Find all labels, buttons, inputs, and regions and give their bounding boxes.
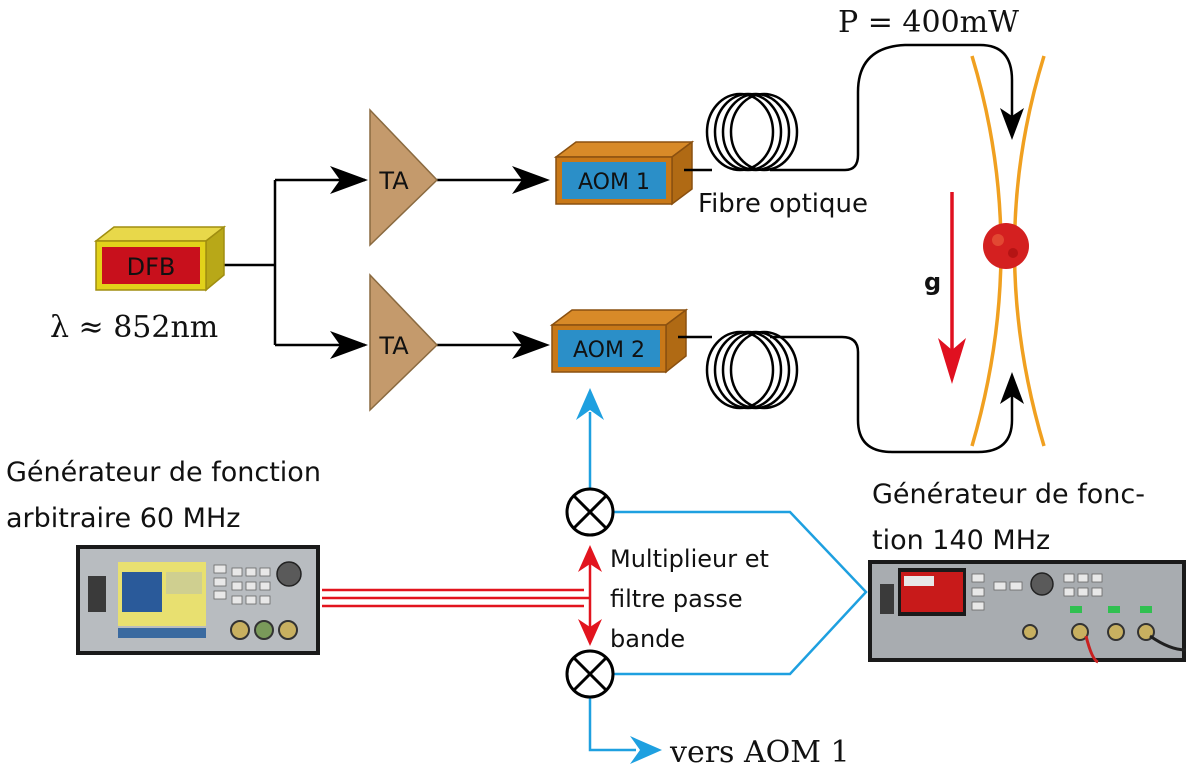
output-label: vers AOM 1 — [669, 735, 850, 770]
blue-arrow-up-icon — [576, 388, 604, 420]
fiber-lower-arrow-icon — [1000, 372, 1024, 404]
dfb-laser: DFB — [93, 225, 227, 292]
rf-red-lines — [322, 560, 592, 630]
awg-knob — [276, 561, 302, 587]
arrow-to-aom2-icon — [512, 331, 550, 359]
blue-line-to-output — [588, 698, 636, 752]
mixer-label-line2: filtre passe — [610, 585, 743, 613]
fiber-label: Fibre optique — [698, 189, 868, 219]
fiber-upper-to-beam — [770, 43, 1014, 172]
gravity-arrow-icon — [938, 338, 966, 384]
awg-label-line1: Générateur de fonction — [6, 457, 321, 488]
arrow-to-ta1-icon — [330, 166, 368, 194]
fiber-lower — [678, 330, 1014, 454]
red-arrow-up-icon — [578, 545, 602, 572]
ta2-label: TA — [378, 332, 409, 360]
gen140-label-line1: Générateur de fonc- — [872, 479, 1145, 510]
blue-arrow-right-icon — [630, 736, 662, 764]
gen140-knob — [1030, 572, 1054, 596]
fiber-lower-to-beam — [770, 335, 1014, 454]
red-arrow-down-icon — [578, 619, 602, 646]
aom2-label: AOM 2 — [573, 338, 645, 363]
arrow-to-ta2-icon — [330, 331, 368, 359]
aom2-modulator: AOM 2 — [549, 308, 689, 374]
atom-cloud — [983, 223, 1029, 269]
beam-arrowheads — [330, 166, 550, 359]
aom1-body — [562, 162, 666, 199]
arrow-to-aom1-icon — [512, 166, 550, 194]
mixer-lower — [565, 649, 615, 699]
power-label: P = 400mW — [838, 5, 1019, 40]
mixer-upper — [565, 487, 615, 537]
gravity-label: g — [924, 268, 941, 296]
fiber-upper-arrow-icon — [1000, 108, 1024, 140]
ta1-label: TA — [378, 167, 409, 195]
gravity-arrow: g — [924, 192, 966, 384]
ta2-amplifier: TA — [369, 273, 439, 412]
mixer-label-line3: bande — [610, 625, 685, 653]
awg-label-line2: arbitraire 60 MHz — [6, 503, 240, 534]
dfb-body — [102, 247, 200, 284]
gen140-instrument-image — [868, 560, 1187, 664]
dfb-label: DFB — [127, 253, 176, 281]
gen140-label-line2: tion 140 MHz — [872, 525, 1050, 556]
mixer-label-line1: Multiplieur et — [610, 545, 769, 573]
aom1-modulator: AOM 1 — [553, 140, 695, 206]
ta1-amplifier: TA — [369, 108, 439, 247]
aom2-body — [558, 330, 660, 367]
aom1-label: AOM 1 — [578, 170, 650, 195]
wavelength-label: λ ≈ 852nm — [50, 310, 218, 345]
fiber-upper — [684, 43, 1014, 172]
awg-instrument-image — [76, 545, 320, 655]
beam-paths — [218, 178, 545, 347]
rf-blue-lines — [588, 412, 868, 752]
